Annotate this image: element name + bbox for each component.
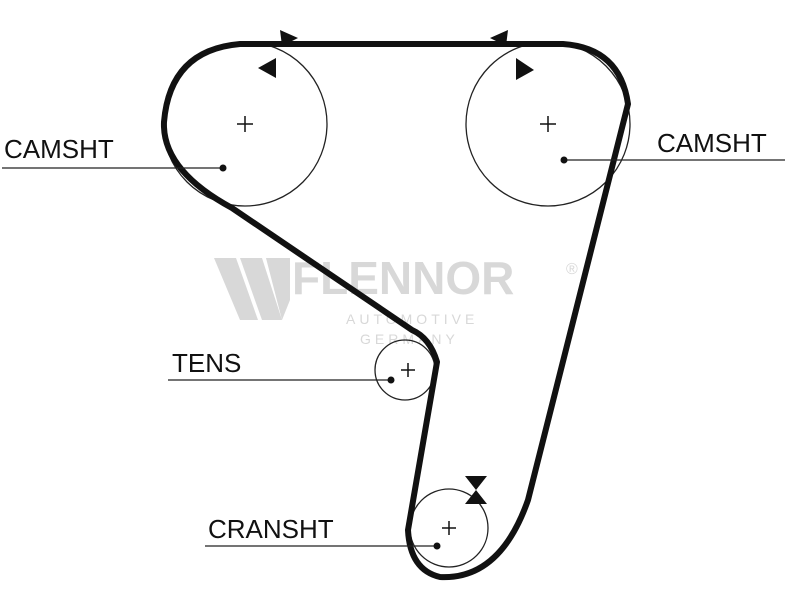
watermark-line2: GERMANY: [360, 331, 459, 347]
pointer-dot: [219, 164, 227, 172]
label-crankshaft: CRANSHT: [208, 514, 334, 544]
triangle-arrow-icon: [258, 58, 276, 78]
flennor-logo-icon: [214, 258, 290, 320]
watermark-registered: ®: [566, 261, 578, 278]
triangle-arrow-icon: [490, 30, 508, 46]
pointer-dot: [433, 542, 441, 550]
watermark: FLENNOR ® AUTOMOTIVE GERMANY: [214, 252, 578, 347]
crosshair-icon: [401, 363, 415, 377]
triangle-arrow-icon: [465, 490, 487, 504]
label-camshaft-left: CAMSHT: [4, 134, 114, 164]
timing-belt: [160, 41, 631, 581]
watermark-line1: AUTOMOTIVE: [346, 311, 478, 327]
pointer-dot: [387, 376, 395, 384]
triangle-arrow-icon: [516, 58, 534, 80]
triangle-arrow-icon: [465, 476, 487, 490]
triangle-arrow-icon: [280, 30, 298, 46]
label-tensioner: TENS: [172, 348, 241, 378]
crosshair-icon: [442, 521, 456, 535]
watermark-brand: FLENNOR: [292, 252, 514, 304]
crosshair-icon: [540, 116, 556, 132]
label-camshaft-right: CAMSHT: [657, 128, 767, 158]
pointer-dot: [560, 156, 568, 164]
crosshair-icon: [237, 116, 253, 132]
